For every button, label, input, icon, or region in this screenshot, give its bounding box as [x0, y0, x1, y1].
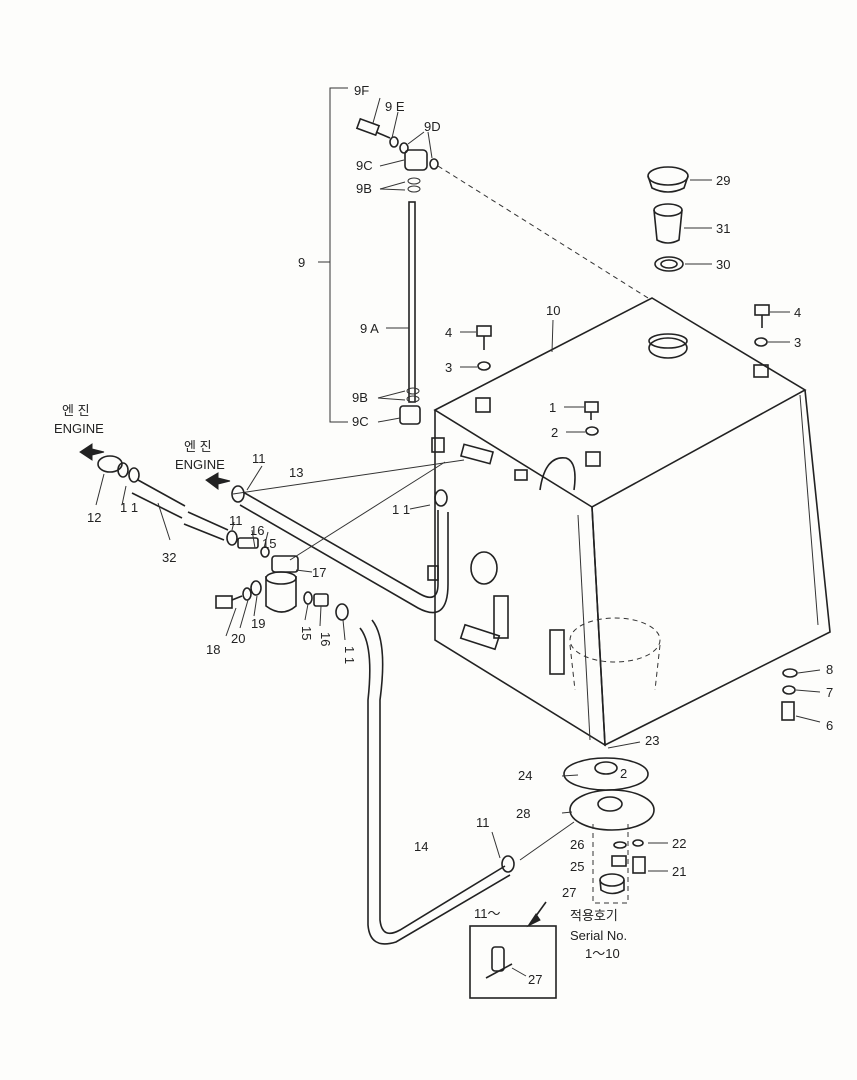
serial-range: 1～10	[585, 946, 620, 961]
engine-left-english: ENGINE	[54, 421, 104, 436]
label-9b-bottom: 9B	[352, 390, 368, 405]
label-29: 29	[716, 173, 730, 188]
label-21: 21	[672, 864, 686, 879]
inset-label: 11～	[474, 906, 501, 921]
label-1: 1	[549, 400, 556, 415]
label-11-mid: 11	[229, 513, 243, 528]
label-9e: 9 E	[385, 99, 405, 114]
label-11-top: 11	[252, 451, 266, 466]
label-2-top: 2	[551, 425, 558, 440]
label-22: 22	[672, 836, 686, 851]
label-20: 20	[231, 631, 245, 646]
label-15-bottom: 15	[299, 626, 314, 640]
label-3-right: 3	[794, 335, 801, 350]
fuel-filter-and-fittings	[95, 455, 515, 873]
label-4-right: 4	[794, 305, 801, 320]
label-7: 7	[826, 685, 833, 700]
part-labels: 9F 9 E 9D 9C 9B 9 9 A 9B 9C 29 31 30 10 …	[87, 83, 833, 987]
label-13: 13	[289, 465, 303, 480]
label-30: 30	[716, 257, 730, 272]
label-6: 6	[826, 718, 833, 733]
label-25: 25	[570, 859, 584, 874]
label-24: 24	[518, 768, 532, 783]
label-19: 19	[251, 616, 265, 631]
label-4-left: 4	[445, 325, 452, 340]
label-26: 26	[570, 837, 584, 852]
serial-korean: 적용호기	[570, 908, 618, 923]
label-23: 23	[645, 733, 659, 748]
label-27-inset: 27	[528, 972, 542, 987]
bottom-strainer-assembly	[519, 741, 668, 904]
label-18: 18	[206, 642, 220, 657]
label-9c-bottom: 9C	[352, 414, 369, 429]
filler-cap-assembly	[647, 166, 712, 272]
label-9c-top: 9C	[356, 158, 373, 173]
engine-mid-korean: 엔 진	[184, 439, 212, 454]
serial-english: Serial No.	[570, 928, 627, 943]
group-9-parts	[355, 97, 649, 425]
label-28: 28	[516, 806, 530, 821]
label-9f: 9F	[354, 83, 369, 98]
engine-mid-english: ENGINE	[175, 457, 225, 472]
label-9d: 9D	[424, 119, 441, 134]
label-17: 17	[312, 565, 326, 580]
label-11-lower: 11	[476, 815, 490, 830]
fuel-hoses	[131, 459, 511, 945]
label-16-top: 16	[250, 523, 264, 538]
drain-plug-parts	[781, 668, 821, 723]
label-11-right: 1 1	[342, 646, 357, 664]
label-27-main: 27	[562, 885, 576, 900]
label-11-tank: 1 1	[392, 502, 410, 517]
group-9-bracket	[318, 87, 348, 423]
label-9a: 9 A	[360, 321, 379, 336]
engine-arrows	[79, 443, 231, 490]
tank-top-bolts	[460, 304, 790, 436]
label-15-top: 15	[262, 536, 276, 551]
label-32: 32	[162, 550, 176, 565]
label-2-bottom: 2	[620, 766, 627, 781]
fuel-tank-body	[427, 297, 831, 747]
label-14: 14	[414, 839, 428, 854]
label-12: 12	[87, 510, 101, 525]
label-16-bottom: 16	[318, 632, 333, 646]
label-31: 31	[716, 221, 730, 236]
annotations: 엔 진 ENGINE 엔 진 ENGINE 적용호기 Serial No. 1～…	[54, 403, 627, 961]
label-9b-top: 9B	[356, 181, 372, 196]
engine-left-korean: 엔 진	[62, 403, 90, 418]
label-3-left: 3	[445, 360, 452, 375]
label-10: 10	[546, 303, 560, 318]
label-11-left: 1 1	[120, 500, 138, 515]
serial-inset-box	[469, 901, 557, 999]
label-8: 8	[826, 662, 833, 677]
label-9: 9	[298, 255, 305, 270]
